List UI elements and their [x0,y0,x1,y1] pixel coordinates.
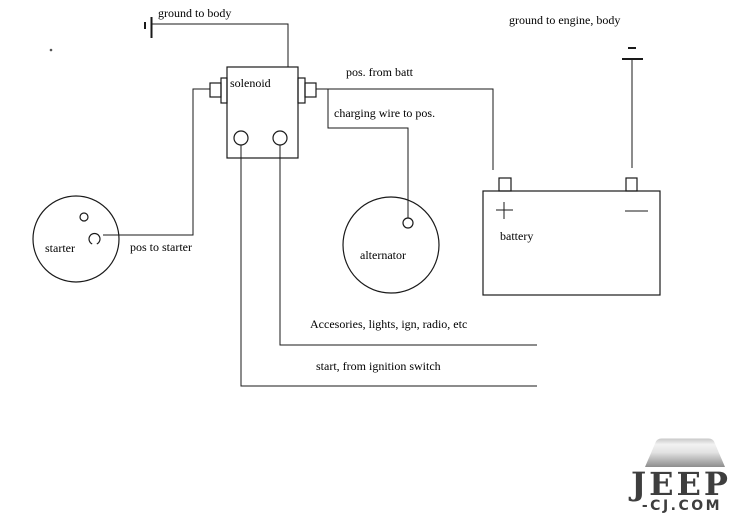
ignition-wire [240,145,537,387]
starter-terminal-arc [88,232,101,245]
battery-box [482,190,661,296]
alternator-label: alternator [360,248,406,262]
ground-to-body-label: ground to body [158,6,231,20]
starter-circle [32,195,120,283]
battery-positive-symbol [496,202,513,219]
jeep-hood-icon [645,438,725,467]
solenoid-box [226,66,299,159]
solenoid-post-left [233,130,249,146]
ground-to-body-wire [152,23,289,67]
pos-to-starter-wire [103,88,210,236]
accessories-label: Accesories, lights, ign, radio, etc [310,317,467,331]
solenoid-label: solenoid [230,76,271,90]
ground-to-engine-symbol [622,47,643,60]
pos-from-batt-wire [316,88,494,170]
ground-to-body-symbol [144,17,153,38]
pos-to-starter-label: pos to starter [130,240,192,254]
ignition-label: start, from ignition switch [316,359,441,373]
solenoid-left-terminal [209,77,228,104]
stray-dot [49,48,53,52]
battery-label: battery [500,229,533,243]
alternator-terminal [402,217,414,229]
starter-label: starter [45,241,75,255]
battery-positive-terminal [498,177,512,192]
logo-brand-text: JEEP [628,465,731,503]
ground-to-engine-label: ground to engine, body [509,13,620,27]
logo-domain-text: -CJ.COM [642,498,722,514]
pos-from-batt-label: pos. from batt [346,65,414,79]
jeepcj-logo: JEEP -CJ.COM [628,438,731,514]
battery-negative-terminal [625,177,638,192]
starter-terminal-small [79,212,89,222]
charging-wire-label: charging wire to pos. [334,106,435,120]
alternator-circle [342,196,440,294]
charging-wire [327,89,409,218]
solenoid-right-terminal [297,77,317,104]
accessories-wire [279,145,537,346]
solenoid-post-right [272,130,288,146]
